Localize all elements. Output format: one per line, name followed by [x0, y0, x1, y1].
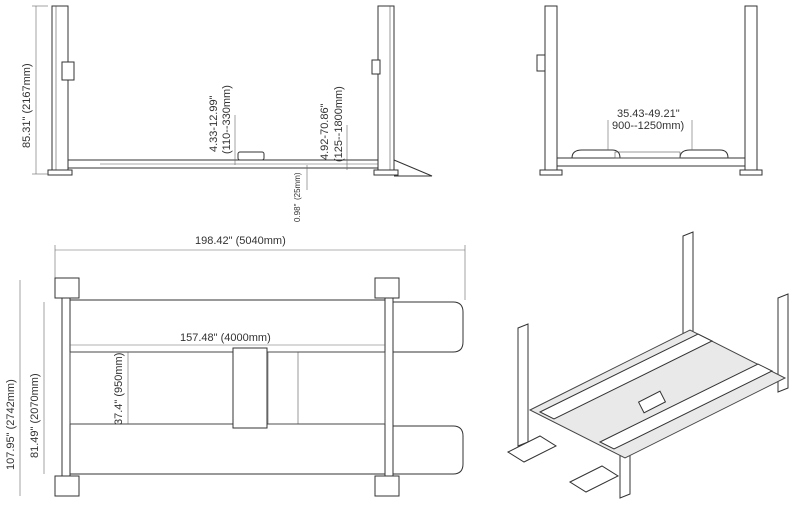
right-post: [744, 5, 758, 175]
plate-in-label: 0.98": [293, 203, 302, 222]
runway-width-label: 37.4" (950mm): [113, 353, 125, 425]
ramp-right: [568, 465, 620, 493]
isometric-view: [506, 231, 789, 499]
side-view: 85.31" (2167mm) 4.33-12.99" (110--330mm)…: [21, 5, 433, 222]
jack-beam: [232, 347, 268, 429]
overall-width-label: 107.95" (2742mm): [5, 379, 17, 470]
post-height-label: 85.31" (2167mm): [21, 63, 33, 148]
jack: [637, 390, 667, 414]
runway-length-label: 157.48" (4000mm): [180, 332, 271, 344]
post-base-bl: [54, 475, 80, 497]
overall-length-label: 198.42" (5040mm): [195, 235, 286, 247]
post-base-tr: [374, 277, 400, 299]
runway-bottom: [69, 423, 386, 475]
ramp-left: [506, 435, 558, 463]
jack-pad: [237, 151, 265, 161]
track-width-mm-label: 900--1250mm): [612, 120, 684, 132]
post-base-tl: [54, 277, 80, 299]
inner-width-label: 81.49" (2070mm): [29, 373, 41, 458]
post-back-right: [777, 293, 789, 393]
lift-height-in-label: 4.92-70.86": [319, 103, 331, 160]
plan-view: 198.42" (5040mm) 157.48" (4000mm) 107.95…: [5, 235, 466, 497]
pad-height-in-label: 4.33-12.99": [208, 95, 220, 152]
runway-top: [69, 299, 386, 353]
end-view: 35.43-49.21" 900--1250mm): [536, 5, 763, 176]
lift-height-mm-label: (125--1800mm): [333, 86, 345, 162]
post-base-br: [374, 475, 400, 497]
right-post: [377, 5, 395, 175]
runway-right: [598, 363, 774, 450]
left-runway: [571, 149, 621, 159]
left-post: [51, 5, 69, 175]
post-front-left: [517, 323, 529, 447]
ramp: [393, 159, 433, 177]
runway-left: [538, 333, 714, 420]
track-width-in-label: 35.43-49.21": [617, 108, 680, 120]
left-post: [544, 5, 558, 175]
pad-height-mm-label: (110--330mm): [221, 85, 233, 154]
plate-mm-label: (25mm): [293, 172, 302, 200]
approach-ramp-top: [392, 301, 464, 353]
right-runway: [679, 149, 729, 159]
approach-ramp-bottom: [392, 425, 464, 475]
